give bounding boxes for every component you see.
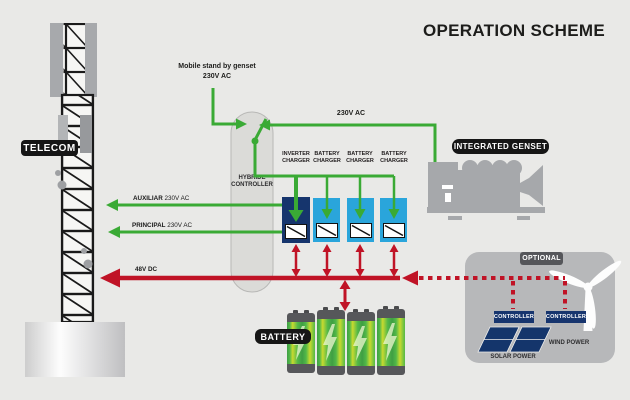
solar-panels-icon xyxy=(477,326,552,353)
inverter-charger-box xyxy=(282,197,310,243)
battery-cell-icon xyxy=(347,309,375,375)
principal-feed-label: PRINCIPAL 230V AC xyxy=(132,222,193,229)
genset-icon xyxy=(427,160,545,220)
battery-charger-box-3 xyxy=(380,198,407,242)
hybride-controller-label: HYBRIDE CONTROLLER xyxy=(229,175,275,189)
telecom-label: TELECOM xyxy=(21,140,78,156)
integrated-genset-label: INTEGRATED GENSET xyxy=(452,139,549,154)
standby-genset-note-line1: Mobile stand by genset xyxy=(178,63,256,70)
optional-label: OPTIONAL xyxy=(520,252,563,265)
standby-genset-note-line2: 230V AC xyxy=(202,73,232,80)
page-title: OPERATION SCHEME xyxy=(422,21,605,40)
standby-genset-note: Mobile stand by genset 230V AC xyxy=(158,62,276,82)
wind-power-caption: WIND POWER xyxy=(548,340,590,346)
converter-icon xyxy=(350,223,372,238)
battery-charger-box-1 xyxy=(313,198,340,242)
hybride-controller-capsule xyxy=(230,111,274,293)
converter-icon xyxy=(285,224,307,239)
solar-controller-box: CONTROLLER xyxy=(494,311,534,323)
converter-icon xyxy=(383,223,405,238)
auxiliar-feed-label: AUXILIAR 230V AC xyxy=(133,195,190,202)
battery-label: BATTERY xyxy=(255,329,311,344)
hybride-controller-line1: HYBRIDE xyxy=(238,175,266,181)
tower-base xyxy=(25,322,125,377)
dc-bus-label: 48V DC xyxy=(135,266,158,273)
hybride-controller-line2: CONTROLLER xyxy=(231,182,273,188)
telecom-tower-icon xyxy=(25,23,125,377)
battery-cell-icon xyxy=(377,306,405,375)
converter-icon xyxy=(316,223,338,238)
battery-cell-icon xyxy=(317,307,345,375)
solar-power-caption: SOLAR POWER xyxy=(490,354,536,360)
battery-charger-box-2 xyxy=(347,198,374,242)
genset-wire-label: 230V AC xyxy=(336,110,366,117)
wind-controller-box: CONTROLLER xyxy=(546,311,586,323)
